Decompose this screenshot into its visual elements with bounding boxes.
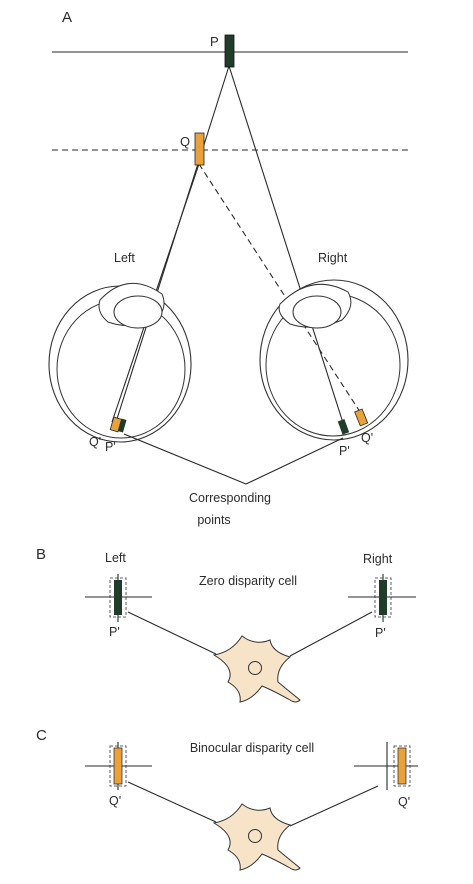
binocular-disparity-title: Binocular disparity cell — [190, 741, 314, 755]
left-retina-q-image-marker — [109, 416, 122, 433]
left-retina-p-image-marker — [118, 418, 127, 433]
corresponding-pointer-left — [123, 433, 247, 485]
right-disparity-dashed-box — [393, 745, 411, 787]
zero-disparity-neuron — [212, 635, 301, 703]
neuron-nucleus — [248, 661, 262, 675]
left-eye — [48, 282, 192, 443]
right-disparity-input-axon — [289, 785, 379, 827]
left-receptive-field: P' — [85, 574, 152, 639]
right-field-p-bar — [379, 580, 387, 615]
panel-a-label: A — [62, 9, 72, 26]
disparity-neuron-soma — [212, 803, 301, 871]
left-disparity-q-label: Q' — [109, 794, 121, 808]
left-input-axon — [127, 611, 217, 655]
right-p-image-label: P' — [339, 444, 350, 458]
right-field-p-label: P' — [375, 626, 386, 640]
left-field-label: Left — [105, 551, 126, 565]
disparity-neuron-nucleus — [248, 829, 262, 843]
fixation-point-p-marker — [224, 34, 235, 68]
left-disparity-input-axon — [127, 781, 217, 823]
binocular-disparity-neuron — [212, 803, 301, 871]
right-field-label: Right — [363, 552, 393, 566]
right-eye-dashed-line-to-q — [198, 163, 365, 419]
left-field-dashed-box — [109, 577, 127, 618]
neuron-soma — [212, 635, 301, 703]
point-p-label: P — [210, 34, 219, 49]
panel-a: A P Q — [48, 9, 409, 527]
right-disparity-field: Q' — [354, 742, 418, 809]
right-eye-lens — [292, 295, 342, 329]
right-input-axon — [289, 611, 373, 657]
right-disparity-q-bar — [397, 747, 407, 785]
right-disparity-q-label: Q' — [398, 795, 410, 809]
left-field-p-bar — [114, 580, 122, 615]
left-p-image-label: P' — [105, 440, 116, 454]
right-retina-q-image-marker — [354, 408, 369, 427]
left-field-p-label: P' — [109, 625, 120, 639]
near-point-q-marker — [194, 132, 205, 166]
zero-disparity-title: Zero disparity cell — [199, 574, 297, 588]
right-field-dashed-box — [374, 577, 392, 618]
panel-c-label: C — [36, 727, 47, 744]
right-retina-p-image-marker — [337, 419, 350, 435]
right-eye-outer-globe — [259, 279, 409, 441]
corresponding-label-line2: points — [197, 513, 230, 527]
right-eye-line-to-p — [228, 65, 345, 427]
right-eye — [259, 279, 409, 441]
left-disparity-dashed-box — [109, 745, 127, 787]
left-eye-label: Left — [114, 251, 135, 265]
corresponding-pointer-right — [245, 437, 344, 485]
panel-c: C Binocular disparity cell Q' Q' — [36, 727, 418, 871]
right-q-image-label: Q' — [361, 431, 373, 445]
panel-b: B Left Right Zero disparity cell P' P' — [36, 546, 416, 703]
left-disparity-field: Q' — [85, 742, 152, 808]
right-eye-label: Right — [318, 251, 348, 265]
left-eye-lens — [113, 295, 163, 329]
right-receptive-field: P' — [348, 574, 416, 640]
point-q-label: Q — [180, 134, 190, 149]
left-disparity-q-bar — [113, 747, 123, 785]
left-q-image-label: Q' — [89, 435, 101, 449]
corresponding-label-line1: Corresponding — [189, 491, 271, 505]
panel-b-label: B — [36, 546, 46, 563]
